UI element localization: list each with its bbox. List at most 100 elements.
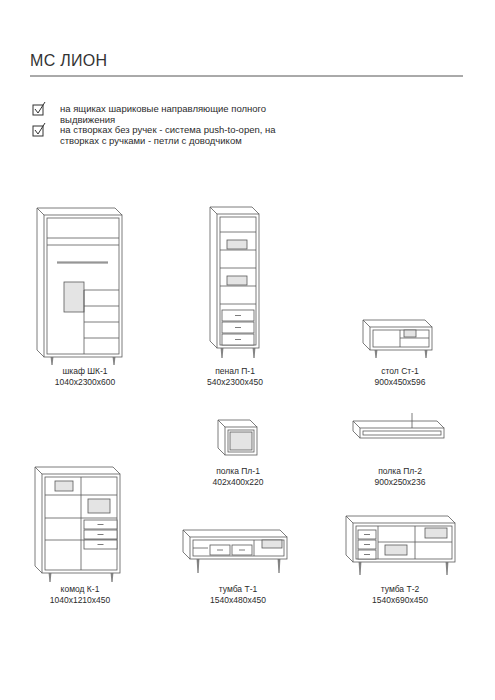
checkbox-icon xyxy=(33,123,45,136)
item-dimensions: 1540x690x450 xyxy=(372,595,428,605)
divider xyxy=(81,477,82,570)
inner-frame xyxy=(228,430,254,452)
item-name: комод К-1 xyxy=(61,584,100,594)
shelf xyxy=(47,245,119,246)
inner-frame xyxy=(356,526,452,559)
hanging-rail xyxy=(57,262,108,263)
drawer-handle xyxy=(98,544,104,545)
carcass-depth xyxy=(37,208,122,357)
inner-frame xyxy=(47,218,119,354)
drawer-handle xyxy=(235,339,241,340)
item-dimensions: 1540x480x450 xyxy=(210,595,266,605)
shelf xyxy=(84,290,119,291)
shelf xyxy=(400,338,429,339)
shelf xyxy=(220,232,256,233)
inner-frame xyxy=(45,477,117,570)
back-panel xyxy=(227,240,247,249)
bracket xyxy=(412,413,413,428)
item-name: полка Пл-1 xyxy=(216,466,260,476)
check-mark xyxy=(35,102,45,113)
divider xyxy=(400,330,401,347)
drawer-front xyxy=(84,540,117,549)
item-dimensions: 900x250x236 xyxy=(374,477,425,487)
shelf xyxy=(220,250,256,251)
carcass-depth xyxy=(353,421,444,438)
back-panel xyxy=(64,282,84,312)
shelf xyxy=(84,306,119,307)
feature-note: на створках без ручек - система push-to-… xyxy=(60,124,310,147)
drawer-handle xyxy=(235,315,241,316)
carcass-front xyxy=(217,214,259,348)
back-panel xyxy=(227,276,247,285)
shelf xyxy=(220,304,256,305)
divider xyxy=(415,526,416,559)
leg xyxy=(425,350,427,358)
item-dimensions: 402x400x220 xyxy=(212,477,263,487)
drawer-handle xyxy=(364,534,370,535)
drawer-handle xyxy=(364,554,370,555)
leg xyxy=(51,357,53,365)
drawer-handle xyxy=(98,524,104,525)
divider xyxy=(378,526,379,559)
drawer-front xyxy=(222,310,254,321)
drawer-handle xyxy=(239,550,245,551)
back-panel xyxy=(262,540,282,548)
carcass-depth xyxy=(35,467,120,573)
inner-frame xyxy=(193,540,284,556)
drawer-front xyxy=(222,322,254,333)
drawer-front xyxy=(84,520,117,529)
drawer-handle xyxy=(235,327,241,328)
drawer-handle xyxy=(364,544,370,545)
leg xyxy=(49,573,51,582)
back-panel xyxy=(404,330,416,337)
leg xyxy=(113,357,115,365)
back-panel xyxy=(425,528,447,538)
leg xyxy=(221,348,223,358)
item-dimensions: 1040x1210x450 xyxy=(50,595,111,605)
drawer-handle xyxy=(217,550,223,551)
inner-frame xyxy=(373,330,429,347)
item-dimensions: 900x450x596 xyxy=(374,377,425,387)
carcass-depth xyxy=(346,516,455,562)
shelf xyxy=(220,268,256,269)
item-name: пенал П-1 xyxy=(215,366,255,376)
carcass-depth xyxy=(183,530,287,559)
shelf xyxy=(47,238,119,239)
item-name: шкаф ШК-1 xyxy=(62,366,107,376)
carcass-front xyxy=(42,474,120,573)
carcass-front xyxy=(370,327,432,350)
leg xyxy=(446,562,448,575)
leg xyxy=(253,348,255,358)
header-rule xyxy=(30,76,463,77)
leg xyxy=(197,559,199,573)
carcass-front xyxy=(190,537,287,559)
shelf xyxy=(378,542,452,543)
leg xyxy=(359,562,361,575)
drawer-front xyxy=(222,334,254,345)
back-panel xyxy=(55,481,73,491)
back-panel xyxy=(385,545,407,555)
item-name: полка Пл-2 xyxy=(378,466,422,476)
carcass-front xyxy=(44,215,122,357)
leg xyxy=(375,350,377,358)
item-name: тумба Т-2 xyxy=(381,584,419,594)
drawer-front xyxy=(232,545,252,555)
item-name: стол Ст-1 xyxy=(381,366,419,376)
shelf xyxy=(84,322,119,323)
page-title: МС ЛИОН xyxy=(30,51,107,70)
item-dimensions: 540x2300x450 xyxy=(207,377,263,387)
back-panel xyxy=(230,432,252,450)
shelf xyxy=(45,495,117,496)
leg xyxy=(111,573,113,582)
item-name: тумба Т-1 xyxy=(219,584,257,594)
carcass-depth xyxy=(210,207,259,348)
item-dimensions: 1040x2300x600 xyxy=(55,377,116,387)
carcass-depth xyxy=(218,420,257,455)
carcass-front xyxy=(360,428,444,438)
check-mark xyxy=(35,123,45,134)
drawer-front xyxy=(358,540,376,549)
carcass-depth xyxy=(363,320,432,350)
shelf xyxy=(220,286,256,287)
drawer-front xyxy=(210,545,230,555)
